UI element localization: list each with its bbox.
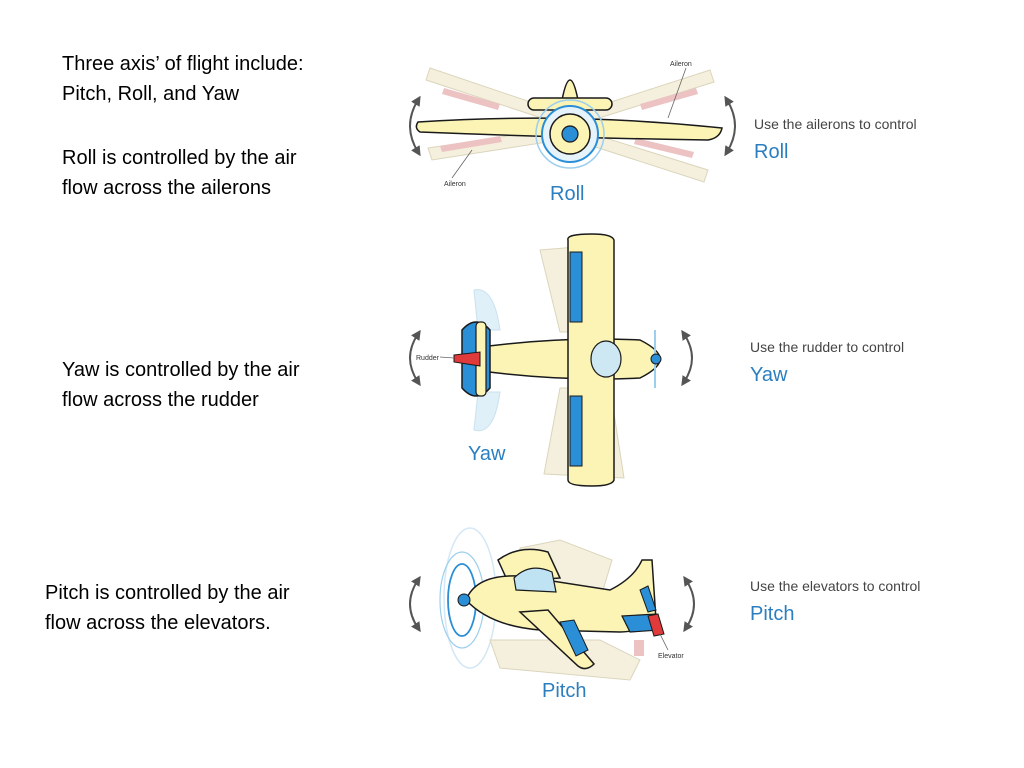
intro-line-2: Pitch, Roll, and Yaw <box>62 83 240 105</box>
yaw-text: Yaw is controlled by the air flow across… <box>62 355 392 415</box>
yaw-title: Yaw <box>468 443 506 465</box>
roll-panel: Aileron Aileron Roll Use the ailerons to… <box>409 61 917 205</box>
pitch-line-2: flow across the elevators. <box>45 612 271 634</box>
intro-line-1: Three axis’ of flight include: <box>62 53 304 75</box>
yaw-spinner <box>650 353 662 365</box>
pitch-tail-fin <box>639 585 657 613</box>
yaw-rudder <box>453 351 481 367</box>
pitch-elevator-label: Elevator <box>658 653 684 660</box>
roll-rotation-arrow-right <box>724 95 736 157</box>
roll-aileron-label-bottom: Aileron <box>444 181 466 188</box>
roll-title: Roll <box>550 183 584 205</box>
yaw-rudder-leader <box>439 356 455 359</box>
yaw-control-word: Yaw <box>750 364 788 386</box>
roll-aileron-leader-bottom <box>451 149 473 179</box>
pitch-cockpit <box>513 567 557 593</box>
pitch-rotation-arrow-left <box>409 575 421 633</box>
roll-line-1: Roll is controlled by the air <box>62 147 297 169</box>
roll-tail-fin <box>561 79 579 101</box>
pitch-text: Pitch is controlled by the air flow acro… <box>45 578 385 638</box>
roll-control-text: Use the ailerons to control <box>754 116 917 132</box>
roll-line-2: flow across the ailerons <box>62 177 271 199</box>
yaw-rotation-arrow-left <box>409 329 421 387</box>
yaw-cockpit <box>590 340 622 378</box>
roll-text: Roll is controlled by the air flow acros… <box>62 143 392 203</box>
pitch-panel: Elevator Pitch Use the elevators to cont… <box>409 527 920 702</box>
yaw-fuselage <box>473 338 661 380</box>
roll-control-word: Roll <box>754 141 788 163</box>
roll-prop-ring-outer <box>535 99 605 169</box>
yaw-aileron-bottom <box>569 395 583 467</box>
pitch-control-text: Use the elevators to control <box>750 578 920 594</box>
yaw-line-2: flow across the rudder <box>62 389 259 411</box>
pitch-spinner <box>457 593 471 607</box>
roll-aileron-label-top: Aileron <box>670 61 692 68</box>
pitch-elevator-leader <box>659 633 669 651</box>
roll-spinner <box>561 125 579 143</box>
pitch-line-1: Pitch is controlled by the air <box>45 582 290 604</box>
pitch-lower-aileron <box>559 619 589 657</box>
pitch-control-word: Pitch <box>750 603 794 625</box>
roll-rotation-arrow-left <box>409 95 421 157</box>
yaw-control-text: Use the rudder to control <box>750 339 904 355</box>
yaw-aileron-top <box>569 251 583 323</box>
roll-aileron-leader-top <box>667 67 687 119</box>
roll-ghost-wings <box>425 67 715 183</box>
yaw-rotation-arrow-right <box>681 329 693 387</box>
pitch-title: Pitch <box>542 680 586 702</box>
intro-text: Three axis’ of flight include: Pitch, Ro… <box>62 49 392 109</box>
pitch-elevator <box>647 613 665 637</box>
pitch-rotation-arrow-right <box>683 575 695 633</box>
yaw-rudder-label: Rudder <box>416 355 440 362</box>
yaw-line-1: Yaw is controlled by the air <box>62 359 300 381</box>
yaw-panel: Rudder Yaw Use the rudder to control Yaw <box>409 233 904 487</box>
